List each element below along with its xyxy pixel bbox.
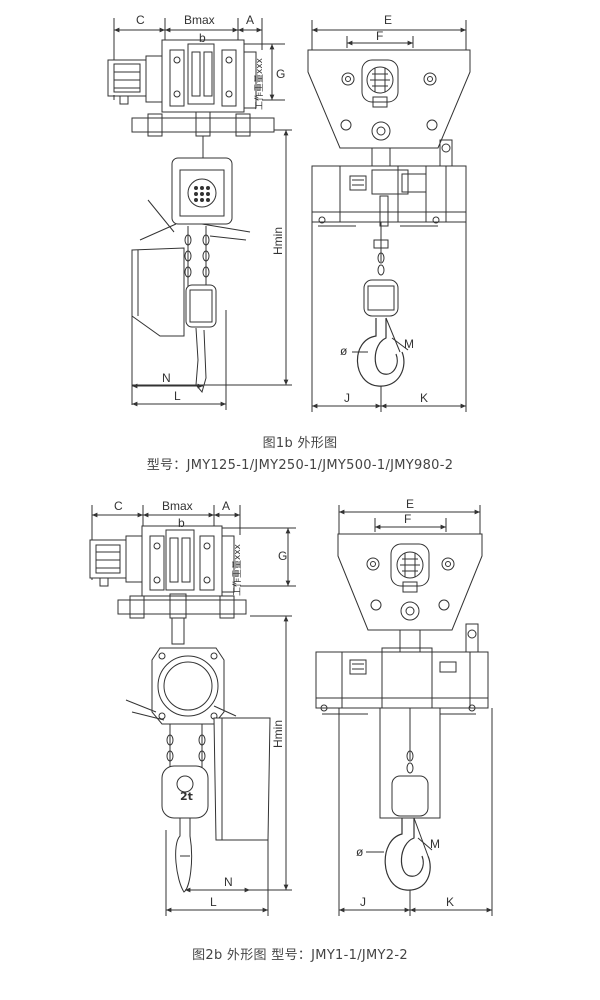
fig2-label-m: M <box>430 837 440 851</box>
fig1-plate-text: 工作重量xxx <box>253 57 265 110</box>
fig1-label-hmin: Hmin <box>271 227 285 255</box>
fig2-label-k: K <box>446 895 454 909</box>
fig2-label-e: E <box>406 497 414 511</box>
fig1-side-view <box>107 18 292 410</box>
fig2-front-view <box>315 505 493 916</box>
fig1-caption-title: 图1b 外形图 <box>262 436 338 451</box>
fig2-caption: 图2b 外形图 型号：JMY1-1/JMY2-2 <box>192 948 408 963</box>
fig2-label-a: A <box>222 499 230 513</box>
fig1-label-j: J <box>344 391 350 405</box>
fig2-plate-text: 工作重量xxx <box>231 543 243 596</box>
fig2-side-view <box>89 505 296 916</box>
fig2-label-bmax: Bmax <box>162 499 193 513</box>
fig1-label-m: M <box>404 337 414 351</box>
fig2-label-n: N <box>224 875 233 889</box>
fig1-label-b: b <box>199 31 206 45</box>
fig1-label-bmax: Bmax <box>184 13 215 27</box>
fig2-label-l: L <box>210 895 217 909</box>
fig2-label-g: G <box>278 549 287 563</box>
fig1-label-phi: ø <box>340 344 348 358</box>
fig2-label-b: b <box>178 516 185 530</box>
fig2-label-phi: ø <box>356 845 364 859</box>
fig1-label-c: C <box>136 13 145 27</box>
fig1-label-e: E <box>384 13 392 27</box>
fig2-label-c: C <box>114 499 123 513</box>
fig1-label-f: F <box>376 29 383 43</box>
fig2-hook-block-label: 2t <box>180 790 193 803</box>
fig2-label-hmin: Hmin <box>271 720 285 748</box>
fig1-front-view <box>307 20 471 412</box>
fig2-label-f: F <box>404 512 411 526</box>
fig1-label-a: A <box>246 13 254 27</box>
fig2-label-j: J <box>360 895 366 909</box>
fig1-label-g: G <box>276 67 285 81</box>
fig1-caption-models: 型号：JMY125-1/JMY250-1/JMY500-1/JMY980-2 <box>146 458 454 473</box>
fig1-label-l: L <box>174 389 181 403</box>
fig1-label-n: N <box>162 371 171 385</box>
fig1-label-k: K <box>420 391 428 405</box>
